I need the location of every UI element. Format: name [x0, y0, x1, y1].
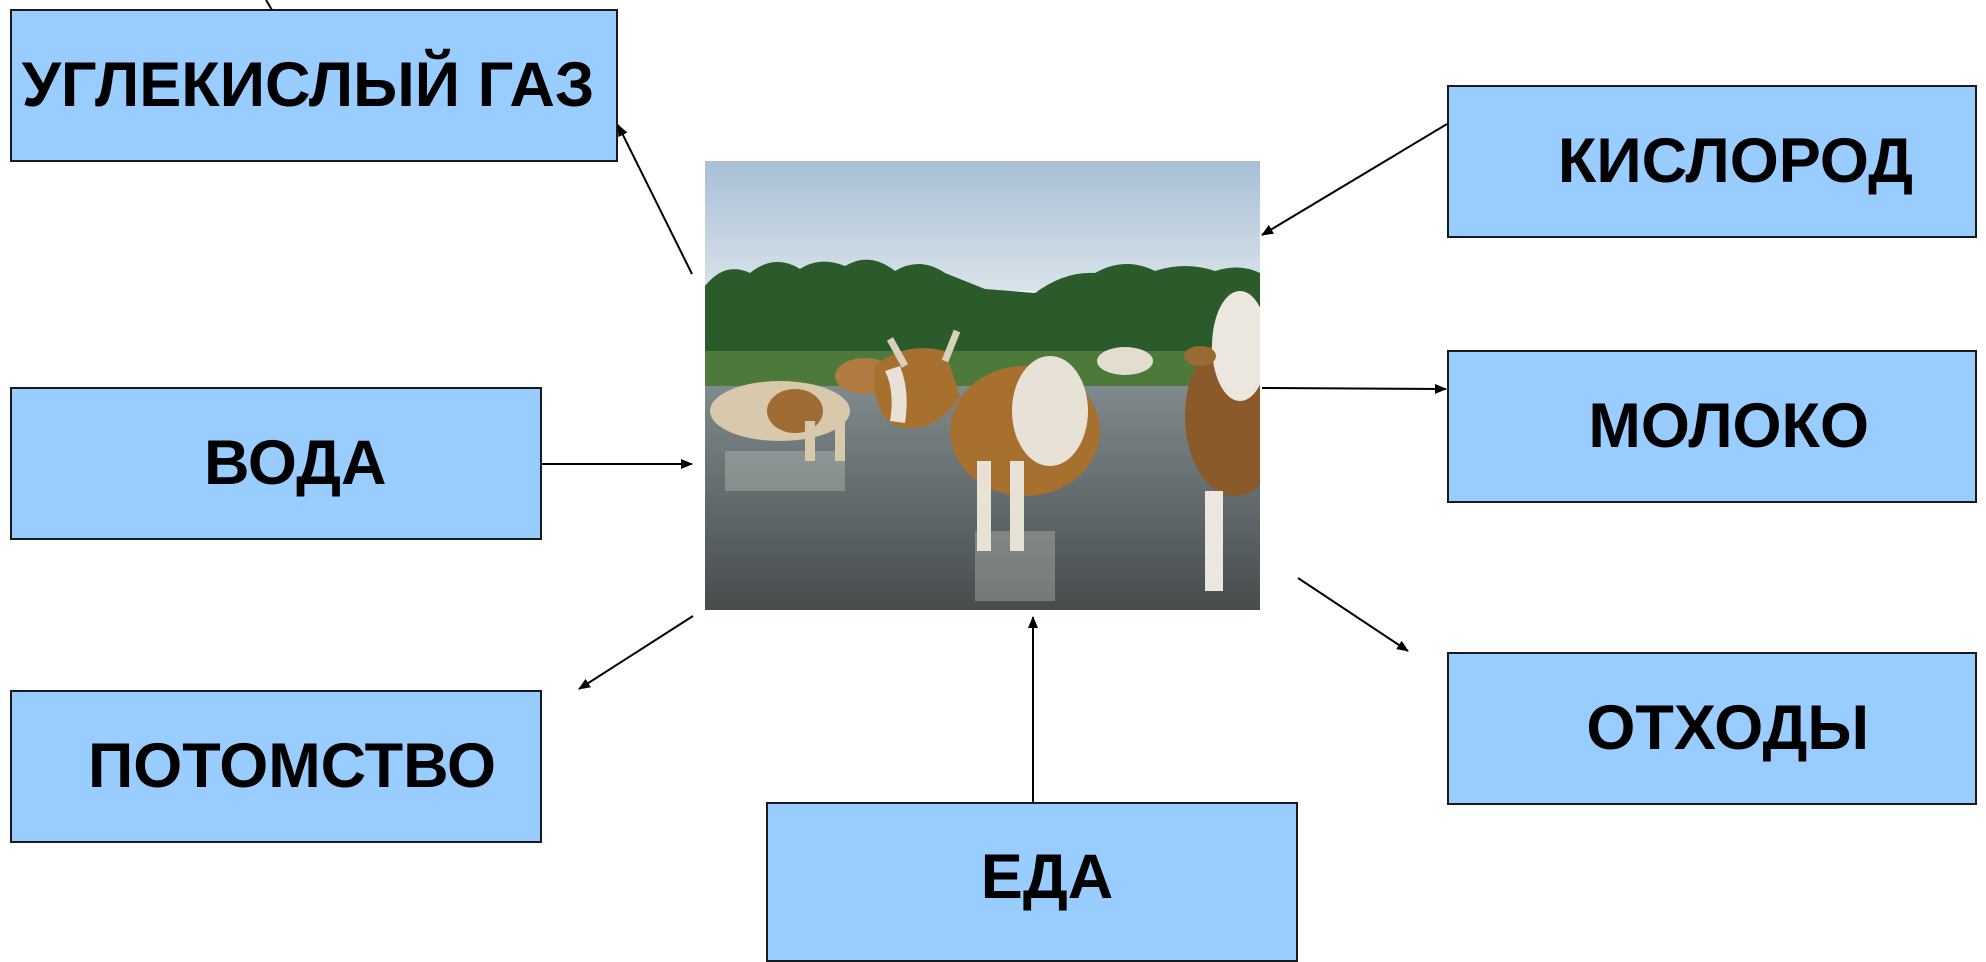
arrow-offscreen-fragment: [265, 0, 273, 11]
offspring-box: ПОТОМСТВО: [10, 690, 542, 843]
waste-label: ОТХОДЫ: [1586, 693, 1869, 764]
carbon-dioxide-label: УГЛЕКИСЛЫЙ ГАЗ: [21, 50, 595, 121]
milk-box: МОЛОКО: [1447, 350, 1977, 503]
food-label: ЕДА: [980, 841, 1114, 912]
water-box: ВОДА: [10, 387, 542, 540]
arrow-to-waste: [1297, 577, 1409, 652]
arrow-to-offspring: [578, 615, 694, 690]
oxygen-box: КИСЛОРОД: [1447, 85, 1977, 238]
cows-in-river-photo: [705, 161, 1260, 610]
carbon-dioxide-box: УГЛЕКИСЛЫЙ ГАЗ: [10, 9, 618, 162]
water-label: ВОДА: [204, 428, 387, 499]
background-cows: [710, 347, 1153, 461]
arrow-to-milk: [1261, 383, 1447, 394]
offspring-label: ПОТОМСТВО: [88, 731, 497, 802]
main-cow: [874, 329, 1100, 551]
food-box: ЕДА: [766, 802, 1298, 962]
tree-line: [705, 259, 1260, 361]
oxygen-label: КИСЛОРОД: [1557, 126, 1913, 197]
right-edge-cow: [1184, 291, 1260, 591]
arrow-to-carbon-dioxide: [617, 124, 693, 275]
arrow-from-oxygen: [1261, 123, 1448, 236]
milk-label: МОЛОКО: [1588, 391, 1869, 462]
water-reflections: [725, 451, 1055, 601]
waste-box: ОТХОДЫ: [1447, 652, 1977, 805]
